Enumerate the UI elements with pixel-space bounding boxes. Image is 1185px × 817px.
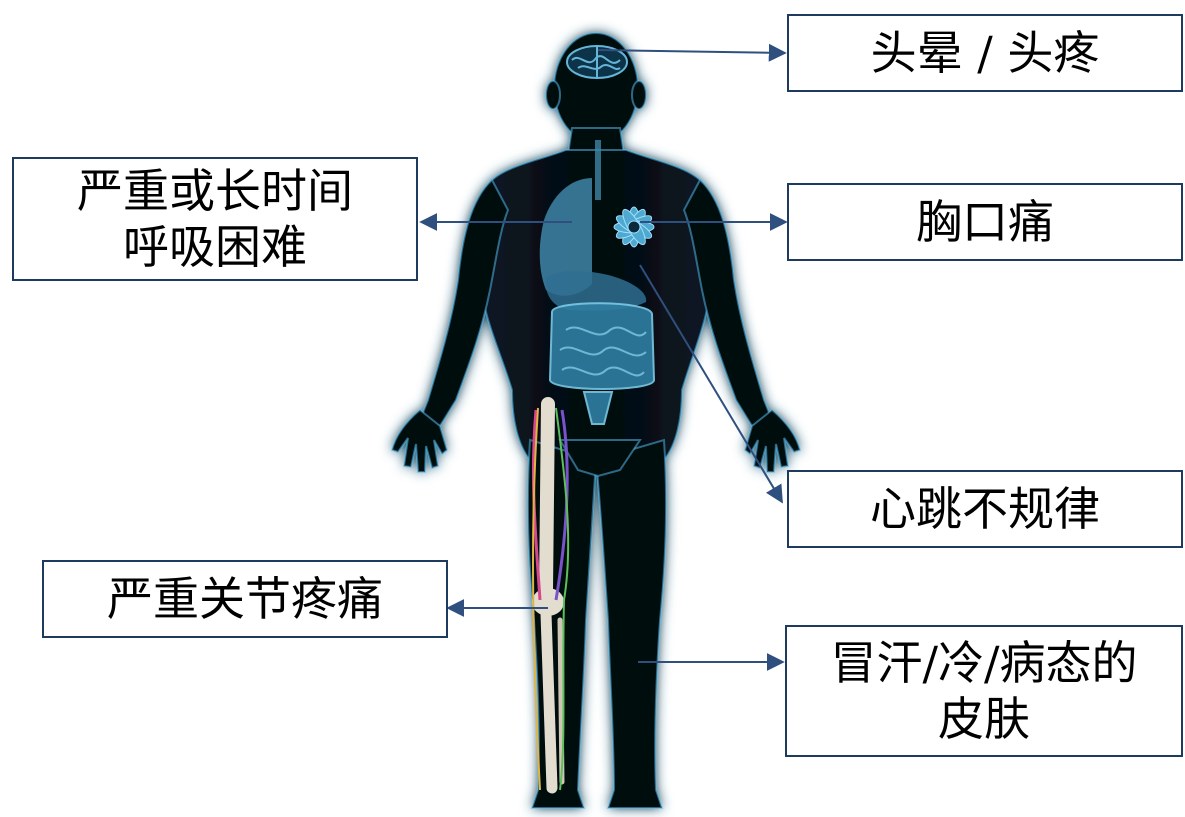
label-irregular-heartbeat: 心跳不规律 [787,470,1183,548]
label-chest-pain-text: 胸口痛 [916,194,1054,250]
label-breathing-line2: 呼吸困难 [123,219,307,275]
label-breathing-line1: 严重或长时间 [77,163,353,219]
label-dizziness-headache-text: 头晕 / 头疼 [871,25,1100,81]
label-sweaty-skin: 冒汗/冷/病态的 皮肤 [785,625,1183,757]
label-dizziness-headache: 头晕 / 头疼 [787,14,1183,92]
label-breathing-difficulty: 严重或长时间 呼吸困难 [12,157,418,281]
label-joint-pain-text: 严重关节疼痛 [107,571,383,627]
label-skin-line1: 冒汗/冷/病态的 [831,635,1138,691]
label-chest-pain: 胸口痛 [787,183,1183,261]
label-joint-pain: 严重关节疼痛 [42,560,448,638]
right-leg [596,440,666,808]
label-skin-line2: 皮肤 [938,691,1030,747]
label-irregular-heartbeat-text: 心跳不规律 [870,481,1100,537]
